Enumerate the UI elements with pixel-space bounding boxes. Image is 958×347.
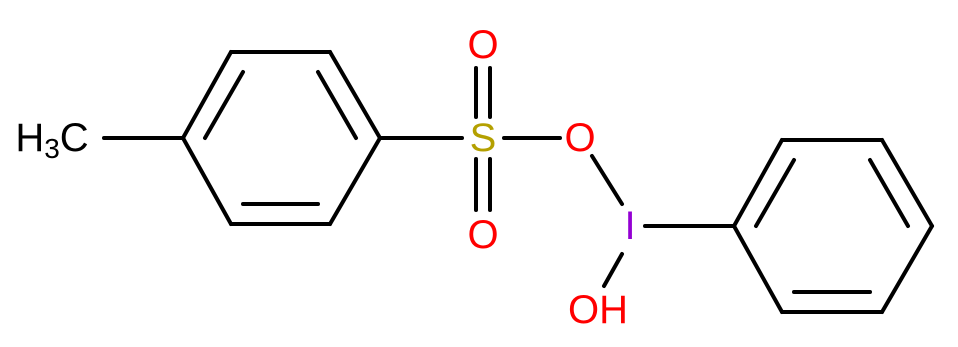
hydroxyl-label: OH bbox=[568, 288, 628, 332]
bond-ring2-f bbox=[732, 224, 784, 314]
oxygen-top-atom: O bbox=[467, 23, 498, 67]
tolyl-ring bbox=[181, 50, 382, 226]
methyl-label: H3C bbox=[15, 116, 88, 164]
oxygen-bottom-atom: O bbox=[467, 213, 498, 257]
bond-ring2-c bbox=[880, 138, 934, 228]
iodine-atom: I bbox=[624, 204, 635, 248]
bond-ring2-d bbox=[880, 224, 934, 314]
bond-ring1-c bbox=[328, 50, 382, 140]
methyl-h: H bbox=[15, 116, 44, 160]
bond-ring2-inner-1 bbox=[754, 158, 796, 228]
bond-ring1-inner-2 bbox=[316, 70, 358, 140]
bond-iodine-oh bbox=[602, 252, 624, 288]
bond-ring2-a bbox=[732, 138, 784, 228]
bond-ring1-d bbox=[328, 136, 382, 226]
methyl-c: C bbox=[60, 116, 89, 160]
bond-ring1-a bbox=[181, 50, 233, 140]
bond-ring1-f bbox=[181, 136, 233, 226]
sulfur-atom: S bbox=[470, 116, 497, 160]
bond-ring2-inner-2 bbox=[868, 158, 910, 228]
bond-ring1-inner-1 bbox=[203, 70, 245, 140]
bond-o-iodine bbox=[590, 154, 624, 206]
methyl-subscript: 3 bbox=[44, 133, 60, 164]
oxygen-bridge-atom: O bbox=[564, 116, 595, 160]
phenyl-ring bbox=[732, 138, 934, 314]
